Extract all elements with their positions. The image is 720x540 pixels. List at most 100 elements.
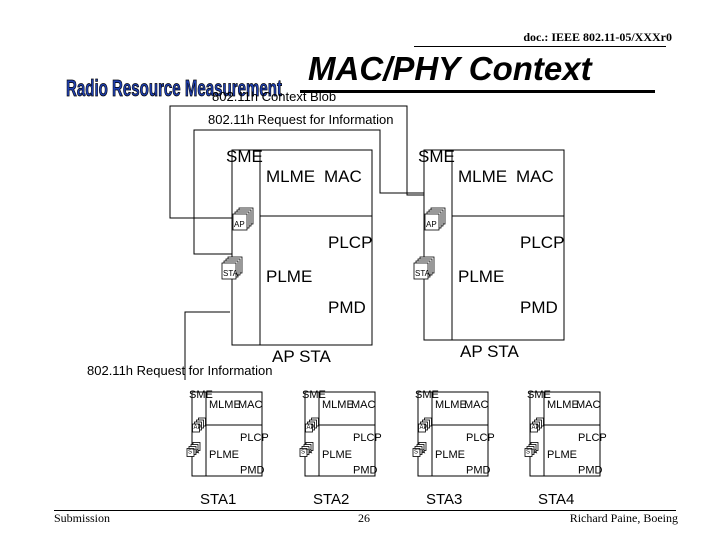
svg-text:Radio Resource Measurement: Radio Resource Measurement xyxy=(66,75,282,101)
sta-pages-page xyxy=(221,262,237,280)
plme-label: PLME xyxy=(266,267,312,286)
mlme-label: MLME xyxy=(547,399,579,411)
sme-label: SME xyxy=(302,389,326,401)
footer-author: Richard Paine, Boeing xyxy=(569,511,678,525)
sta-caption: STA3 xyxy=(426,491,462,508)
footer-rule xyxy=(54,510,676,511)
pmd-label: PMD xyxy=(328,298,366,317)
document-id: doc.: IEEE 802.11-05/XXXr0 xyxy=(523,30,672,44)
context-blob-label: 802.11h Context Blob xyxy=(212,89,337,104)
plme-label: PLME xyxy=(547,449,577,461)
mac-label: MAC xyxy=(238,399,263,411)
sme-label: SME xyxy=(418,147,455,166)
slide-title: MAC/PHY Context xyxy=(308,50,592,87)
ap-pages: AP xyxy=(418,417,432,433)
ap-stack-frame xyxy=(231,149,373,346)
pmd-label: PMD xyxy=(520,298,558,317)
request-info-line-bottom xyxy=(184,311,230,380)
ap-pages-page xyxy=(192,423,200,433)
context-blob-line xyxy=(169,105,424,219)
ap-pages-page xyxy=(305,423,313,433)
pmd-label: PMD xyxy=(353,465,378,477)
sme-label: SME xyxy=(226,147,263,166)
mac-label: MAC xyxy=(351,399,376,411)
ap-pages: AP xyxy=(305,417,319,433)
sta-stack-frame xyxy=(304,391,376,477)
sta-pages: STA xyxy=(299,442,314,457)
ap-caption: AP STA xyxy=(460,342,520,361)
sta-pages: STA xyxy=(413,256,435,280)
mac-label: MAC xyxy=(516,167,554,186)
ap-pages-page xyxy=(418,423,426,433)
pmd-label: PMD xyxy=(240,465,265,477)
ap-pages-label: AP xyxy=(194,425,202,431)
plcp-label: PLCP xyxy=(328,233,372,252)
sme-label: SME xyxy=(527,389,551,401)
ap-pages-page xyxy=(232,213,248,231)
sta-stack-frame xyxy=(417,391,489,477)
title-rule xyxy=(300,90,655,93)
connector-lines xyxy=(169,105,424,380)
footer-submission: Submission xyxy=(54,511,111,525)
sta-pages-page xyxy=(524,448,533,457)
sta-pages-page xyxy=(186,448,195,457)
page-number: 26 xyxy=(358,511,370,525)
mlme-label: MLME xyxy=(322,399,354,411)
ap-pages-label: AP xyxy=(532,425,540,431)
ap-pages-label: AP xyxy=(307,425,315,431)
mlme-label: MLME xyxy=(209,399,241,411)
sta-caption: STA1 xyxy=(200,491,236,508)
request-info-label-bottom: 802.11h Request for Information xyxy=(87,363,273,378)
sta-caption: STA4 xyxy=(538,491,574,508)
sta-pages-label: STA xyxy=(414,450,425,456)
mac-label: MAC xyxy=(576,399,601,411)
ap-pages: AP xyxy=(424,207,446,231)
sta-stack-frame xyxy=(191,391,263,477)
header-rule xyxy=(414,46,666,47)
request-info-label-top: 802.11h Request for Information xyxy=(208,112,394,127)
sta-pages: STA xyxy=(524,442,539,457)
ap-pages: AP xyxy=(192,417,206,433)
sta-pages-page xyxy=(413,262,429,280)
ap-pages-page xyxy=(530,423,538,433)
sta-caption: STA2 xyxy=(313,491,349,508)
plcp-label: PLCP xyxy=(466,432,495,444)
ap-pages-label: AP xyxy=(420,425,428,431)
plcp-label: PLCP xyxy=(520,233,564,252)
ap-stack-frame xyxy=(423,149,565,341)
ap-caption: AP STA xyxy=(272,347,332,366)
ap-pages-page xyxy=(424,213,440,231)
ap-pages: AP xyxy=(530,417,544,433)
mlme-label: MLME xyxy=(458,167,507,186)
radio-resource-measurement-logo: Radio Resource Measurement xyxy=(66,75,283,102)
plme-label: PLME xyxy=(322,449,352,461)
sta-pages-page xyxy=(299,448,308,457)
plcp-label: PLCP xyxy=(353,432,382,444)
plme-label: PLME xyxy=(435,449,465,461)
ap-pages: AP xyxy=(232,207,254,231)
ap-pages-label: AP xyxy=(426,220,437,229)
sme-label: SME xyxy=(415,389,439,401)
sta-pages-label: STA xyxy=(188,450,199,456)
mlme-label: MLME xyxy=(266,167,315,186)
sta-pages-label: STA xyxy=(415,269,431,278)
ap-pages-label: AP xyxy=(234,220,245,229)
sta-pages-label: STA xyxy=(301,450,312,456)
plme-label: PLME xyxy=(458,267,504,286)
sta-pages-label: STA xyxy=(526,450,537,456)
sta-pages-label: STA xyxy=(223,269,239,278)
sta-stack-frame xyxy=(529,391,601,477)
mac-label: MAC xyxy=(324,167,362,186)
sta-pages: STA xyxy=(186,442,201,457)
plcp-label: PLCP xyxy=(578,432,607,444)
mac-label: MAC xyxy=(464,399,489,411)
sta-pages: STA xyxy=(221,256,243,280)
plme-label: PLME xyxy=(209,449,239,461)
sta-pages: STA xyxy=(412,442,427,457)
